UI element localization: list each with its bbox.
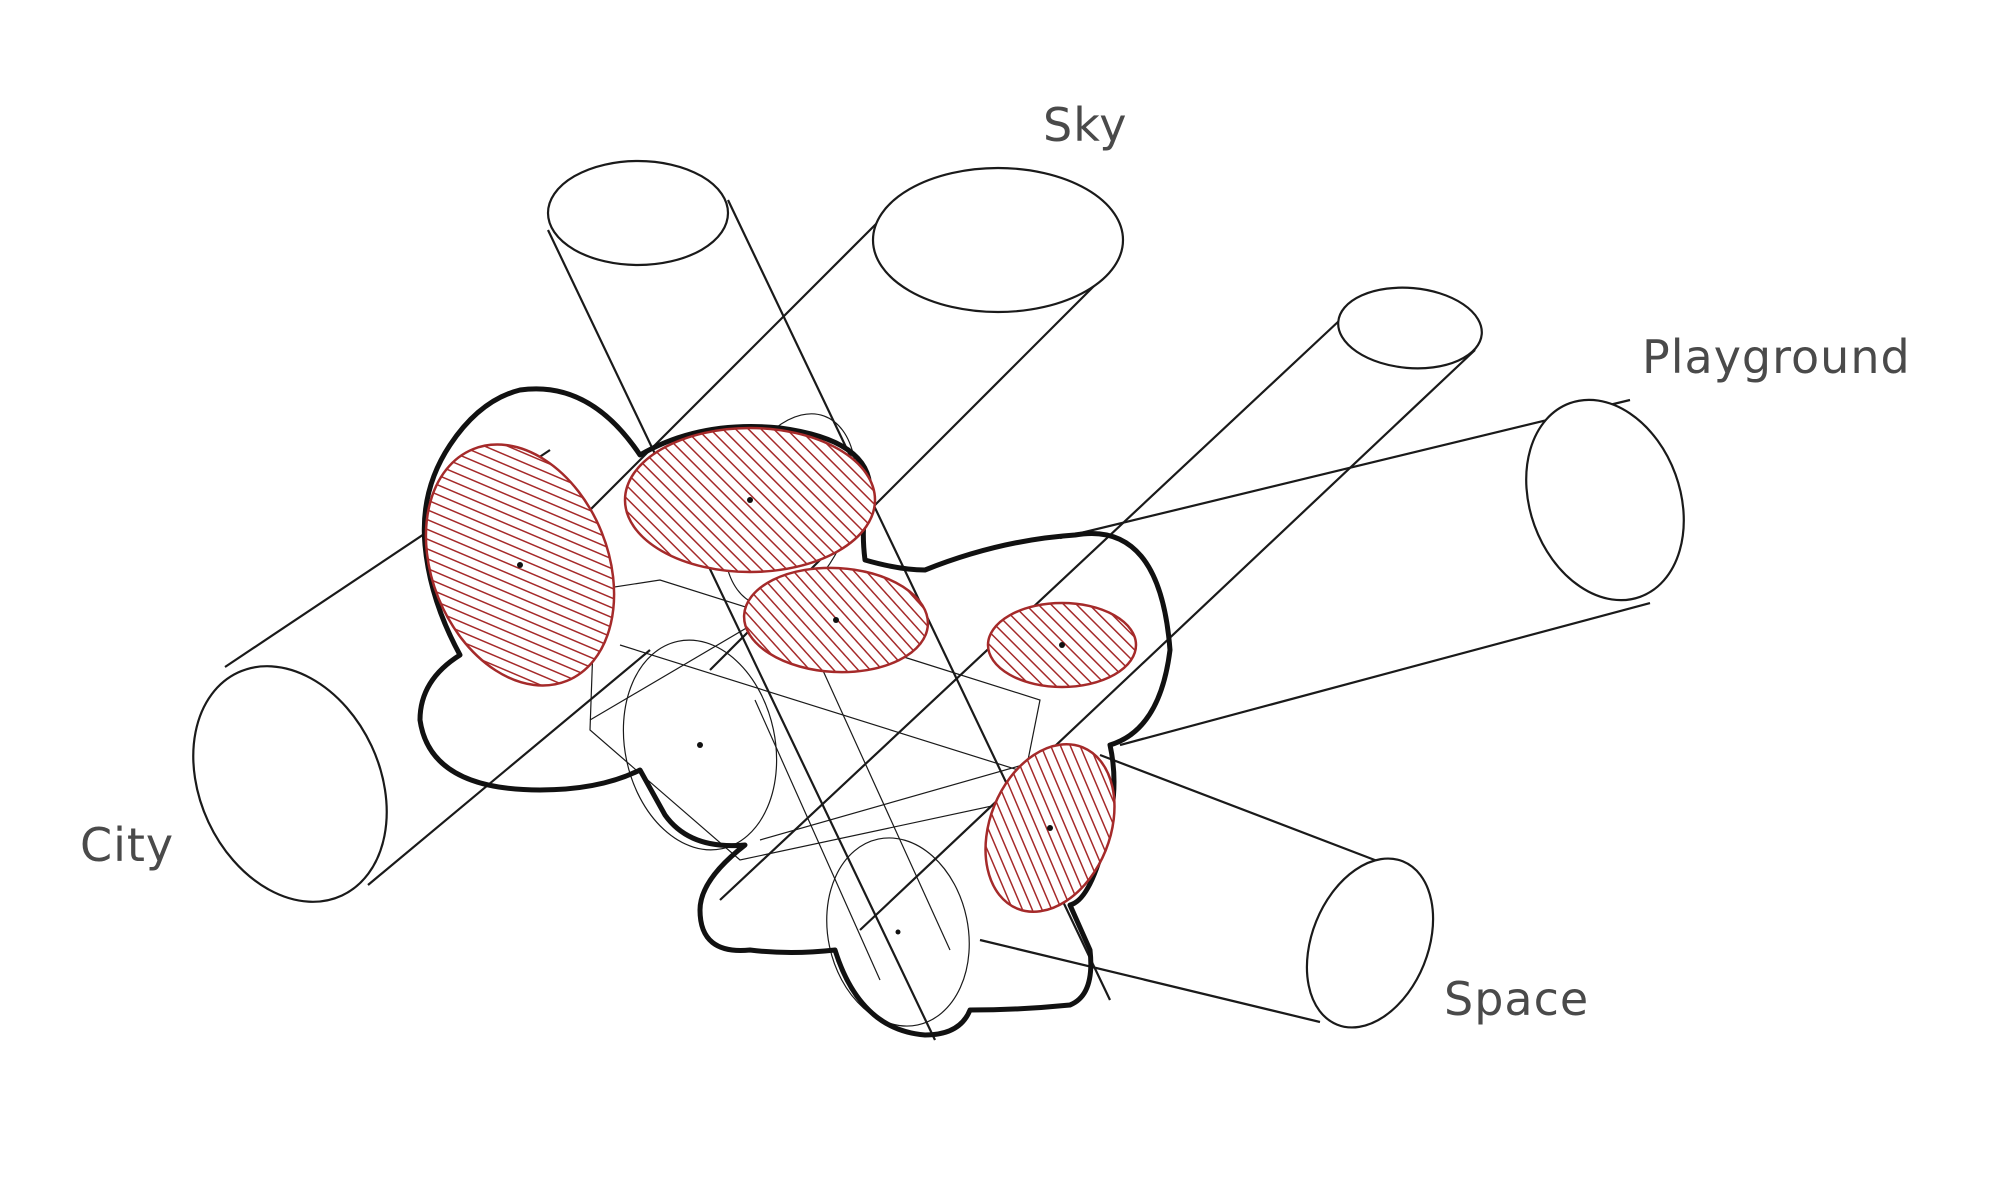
label-sky: Sky [1043,98,1128,152]
label-space: Space [1444,972,1590,1026]
city-tube [192,449,651,903]
space-tube-cap [1305,857,1435,1029]
playground-tube-cap [1525,398,1685,602]
label-city: City [80,818,175,872]
sky-tube-c-cap [1337,286,1483,370]
core-union-outline [417,386,1173,1038]
sky-tube-a [546,159,1111,1041]
playground-tube [1059,398,1685,747]
space-tube [979,753,1435,1029]
sky-tube-b [479,166,1125,671]
hatched-intersections [424,426,1138,913]
sky-tube-b-cap [871,166,1125,314]
sky-tube-c [719,286,1483,931]
sky-tube-a-cap [546,159,730,267]
label-playground: Playground [1642,330,1911,384]
city-tube-cap [192,665,388,903]
